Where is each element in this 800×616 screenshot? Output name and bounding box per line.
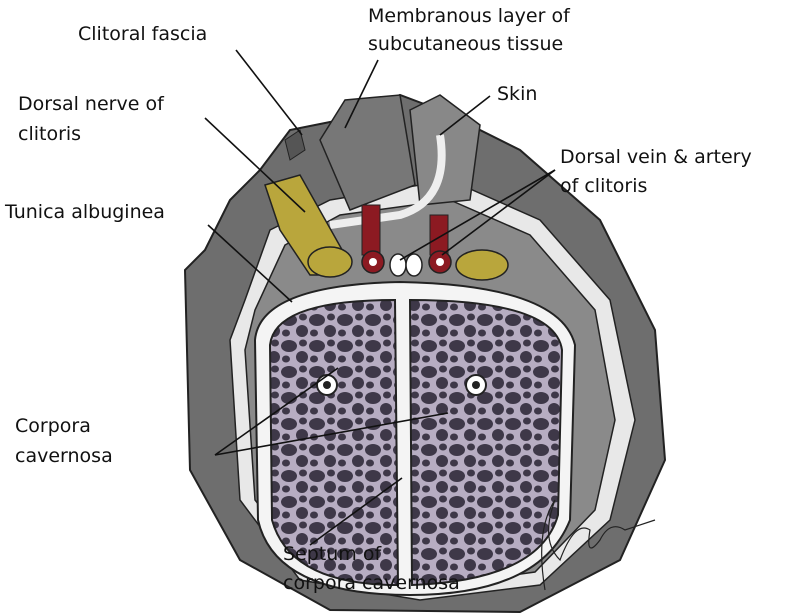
label-corpora-line1: Corpora <box>15 415 91 437</box>
label-septum-line2: corpora cavernosa <box>283 572 460 594</box>
label-dorsal-nerve-line1: Dorsal nerve of <box>18 93 165 115</box>
label-clitoral-fascia: Clitoral fascia <box>78 23 207 45</box>
label-membranous-layer-line1: Membranous layer of <box>368 5 571 27</box>
corpora-cavernosa <box>253 280 577 597</box>
label-corpora-line2: cavernosa <box>15 445 113 467</box>
dorsal-vessels <box>361 204 452 277</box>
label-skin: Skin <box>497 83 537 105</box>
leader-lines <box>204 49 556 546</box>
dorsal-nerves <box>264 174 509 281</box>
label-septum-line1: Septum of <box>283 543 382 565</box>
label-dorsal-nerve-line2: clitoris <box>18 123 81 145</box>
label-membranous-layer-line2: subcutaneous tissue <box>368 33 563 55</box>
label-tunica-albuginea: Tunica albuginea <box>4 201 165 223</box>
artist-signature <box>541 499 656 591</box>
label-dorsal-vein-line2: of clitoris <box>560 175 647 197</box>
label-dorsal-vein-line1: Dorsal vein & artery <box>560 146 752 168</box>
